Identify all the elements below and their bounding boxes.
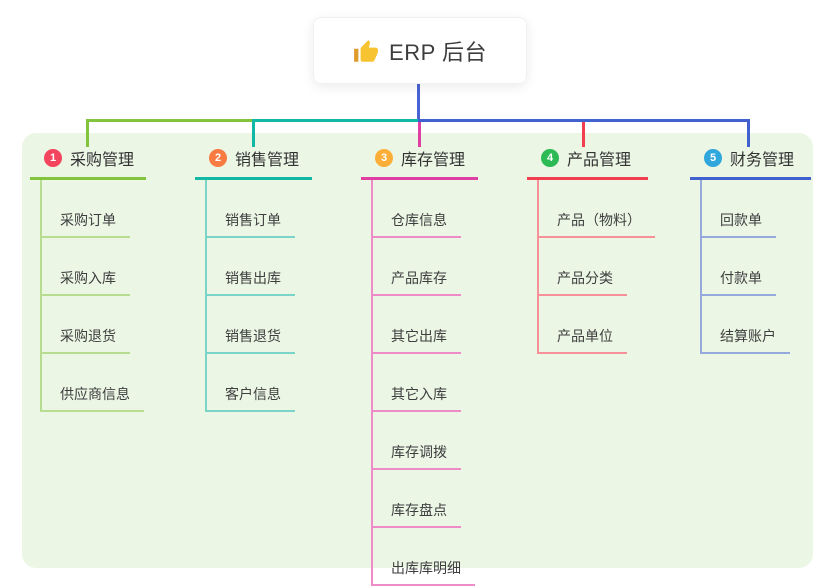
branch-inventory-header[interactable]: 3 库存管理 xyxy=(361,146,478,180)
background-panel xyxy=(22,133,813,568)
child-node[interactable]: 供应商信息 xyxy=(42,354,144,412)
branch-inventory: 3 库存管理仓库信息产品库存其它出库其它入库库存调拨库存盘点出库库明细 xyxy=(361,146,478,586)
branch-index-badge: 2 xyxy=(209,149,227,167)
branch-sales: 2 销售管理销售订单销售出库销售退货客户信息 xyxy=(195,146,312,412)
branch-sales-header[interactable]: 2 销售管理 xyxy=(195,146,312,180)
branch-sales-children: 销售订单销售出库销售退货客户信息 xyxy=(205,180,312,412)
branch-drop-line-3 xyxy=(418,122,421,147)
branch-purchase-children: 采购订单采购入库采购退货供应商信息 xyxy=(40,180,146,412)
branch-drop-line-4 xyxy=(582,122,585,147)
child-node[interactable]: 采购退货 xyxy=(42,296,130,354)
branch-label: 采购管理 xyxy=(70,152,135,169)
branch-label: 销售管理 xyxy=(235,152,300,169)
trunk-segment-1 xyxy=(86,119,253,122)
child-node[interactable]: 产品（物料） xyxy=(539,180,655,238)
child-node[interactable]: 库存调拨 xyxy=(373,412,461,470)
trunk-segment-2 xyxy=(252,119,419,122)
root-connector-line xyxy=(417,82,420,122)
root-node[interactable]: ERP 后台 xyxy=(313,17,527,84)
branch-drop-line-5 xyxy=(747,119,750,147)
child-node[interactable]: 销售订单 xyxy=(207,180,295,238)
branch-index-badge: 4 xyxy=(541,149,559,167)
child-node[interactable]: 出库库明细 xyxy=(373,528,475,586)
branch-drop-line-1 xyxy=(86,119,89,147)
child-node[interactable]: 采购入库 xyxy=(42,238,130,296)
branch-label: 财务管理 xyxy=(730,152,795,169)
branch-purchase: 1 采购管理采购订单采购入库采购退货供应商信息 xyxy=(30,146,146,412)
child-node[interactable]: 结算账户 xyxy=(702,296,790,354)
child-node[interactable]: 销售退货 xyxy=(207,296,295,354)
branch-product: 4 产品管理产品（物料）产品分类产品单位 xyxy=(527,146,655,354)
branch-label: 产品管理 xyxy=(567,152,632,169)
child-node[interactable]: 付款单 xyxy=(702,238,776,296)
trunk-segment-3 xyxy=(418,119,749,122)
branch-purchase-header[interactable]: 1 采购管理 xyxy=(30,146,146,180)
root-title: ERP 后台 xyxy=(389,39,487,65)
branch-inventory-children: 仓库信息产品库存其它出库其它入库库存调拨库存盘点出库库明细 xyxy=(371,180,478,586)
child-node[interactable]: 销售出库 xyxy=(207,238,295,296)
branch-drop-line-2 xyxy=(252,119,255,147)
branch-finance-header[interactable]: 5 财务管理 xyxy=(690,146,811,180)
child-node[interactable]: 产品分类 xyxy=(539,238,627,296)
child-node[interactable]: 库存盘点 xyxy=(373,470,461,528)
branch-product-header[interactable]: 4 产品管理 xyxy=(527,146,648,180)
branch-finance: 5 财务管理回款单付款单结算账户 xyxy=(690,146,811,354)
thumbs-up-icon xyxy=(353,39,379,65)
branch-label: 库存管理 xyxy=(401,152,466,169)
child-node[interactable]: 回款单 xyxy=(702,180,776,238)
branch-index-badge: 3 xyxy=(375,149,393,167)
branch-product-children: 产品（物料）产品分类产品单位 xyxy=(537,180,655,354)
child-node[interactable]: 产品库存 xyxy=(373,238,461,296)
child-node[interactable]: 其它出库 xyxy=(373,296,461,354)
child-node[interactable]: 仓库信息 xyxy=(373,180,461,238)
branch-finance-children: 回款单付款单结算账户 xyxy=(700,180,811,354)
child-node[interactable]: 客户信息 xyxy=(207,354,295,412)
branch-index-badge: 5 xyxy=(704,149,722,167)
child-node[interactable]: 产品单位 xyxy=(539,296,627,354)
child-node[interactable]: 其它入库 xyxy=(373,354,461,412)
child-node[interactable]: 采购订单 xyxy=(42,180,130,238)
branch-index-badge: 1 xyxy=(44,149,62,167)
